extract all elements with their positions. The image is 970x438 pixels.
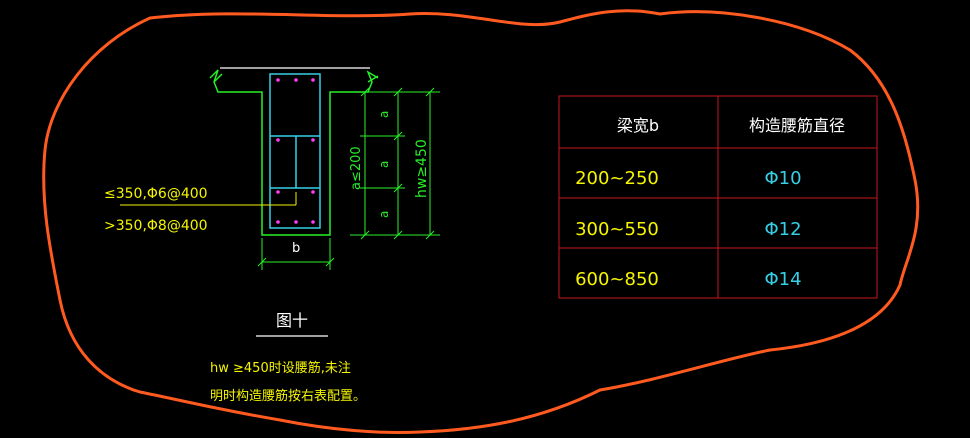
rebar-table xyxy=(558,95,878,299)
dim-a-label-2: a xyxy=(377,161,391,168)
beam-section-outline xyxy=(209,69,379,236)
dim-spacing-label: a≤200 xyxy=(349,146,364,190)
note-line-1: hw ≥450时设腰筋,未注 xyxy=(210,360,351,376)
table-cell-width-1: 200~250 xyxy=(575,168,659,189)
rebar-leader xyxy=(120,192,297,206)
table-cell-diameter-1: Φ10 xyxy=(764,168,801,189)
width-dimension xyxy=(257,238,335,270)
width-label: b xyxy=(292,241,300,256)
note-line-2: 明时构造腰筋按右表配置。 xyxy=(210,388,366,404)
stirrup-icon xyxy=(269,73,321,229)
table-cell-width-2: 300~550 xyxy=(575,219,659,240)
revision-cloud-icon xyxy=(42,9,920,434)
table-cell-width-3: 600~850 xyxy=(575,269,659,290)
table-header-rebar-diameter: 构造腰筋直径 xyxy=(749,116,845,135)
table-header-beam-width: 梁宽b xyxy=(617,116,659,135)
table-cell-diameter-3: Φ14 xyxy=(764,269,801,290)
rebar-note-1: ≤350,Φ6@400 xyxy=(104,186,208,202)
rebar-dots xyxy=(276,78,315,224)
dim-a-label-3: a xyxy=(377,211,391,218)
rebar-note-2: >350,Φ8@400 xyxy=(104,218,208,234)
vertical-dimensions xyxy=(350,87,440,240)
dim-height-label: hw≥450 xyxy=(414,139,430,198)
table-cell-diameter-2: Φ12 xyxy=(764,219,801,240)
dim-a-label-1: a xyxy=(377,111,391,118)
figure-title: 图十 xyxy=(276,311,308,330)
